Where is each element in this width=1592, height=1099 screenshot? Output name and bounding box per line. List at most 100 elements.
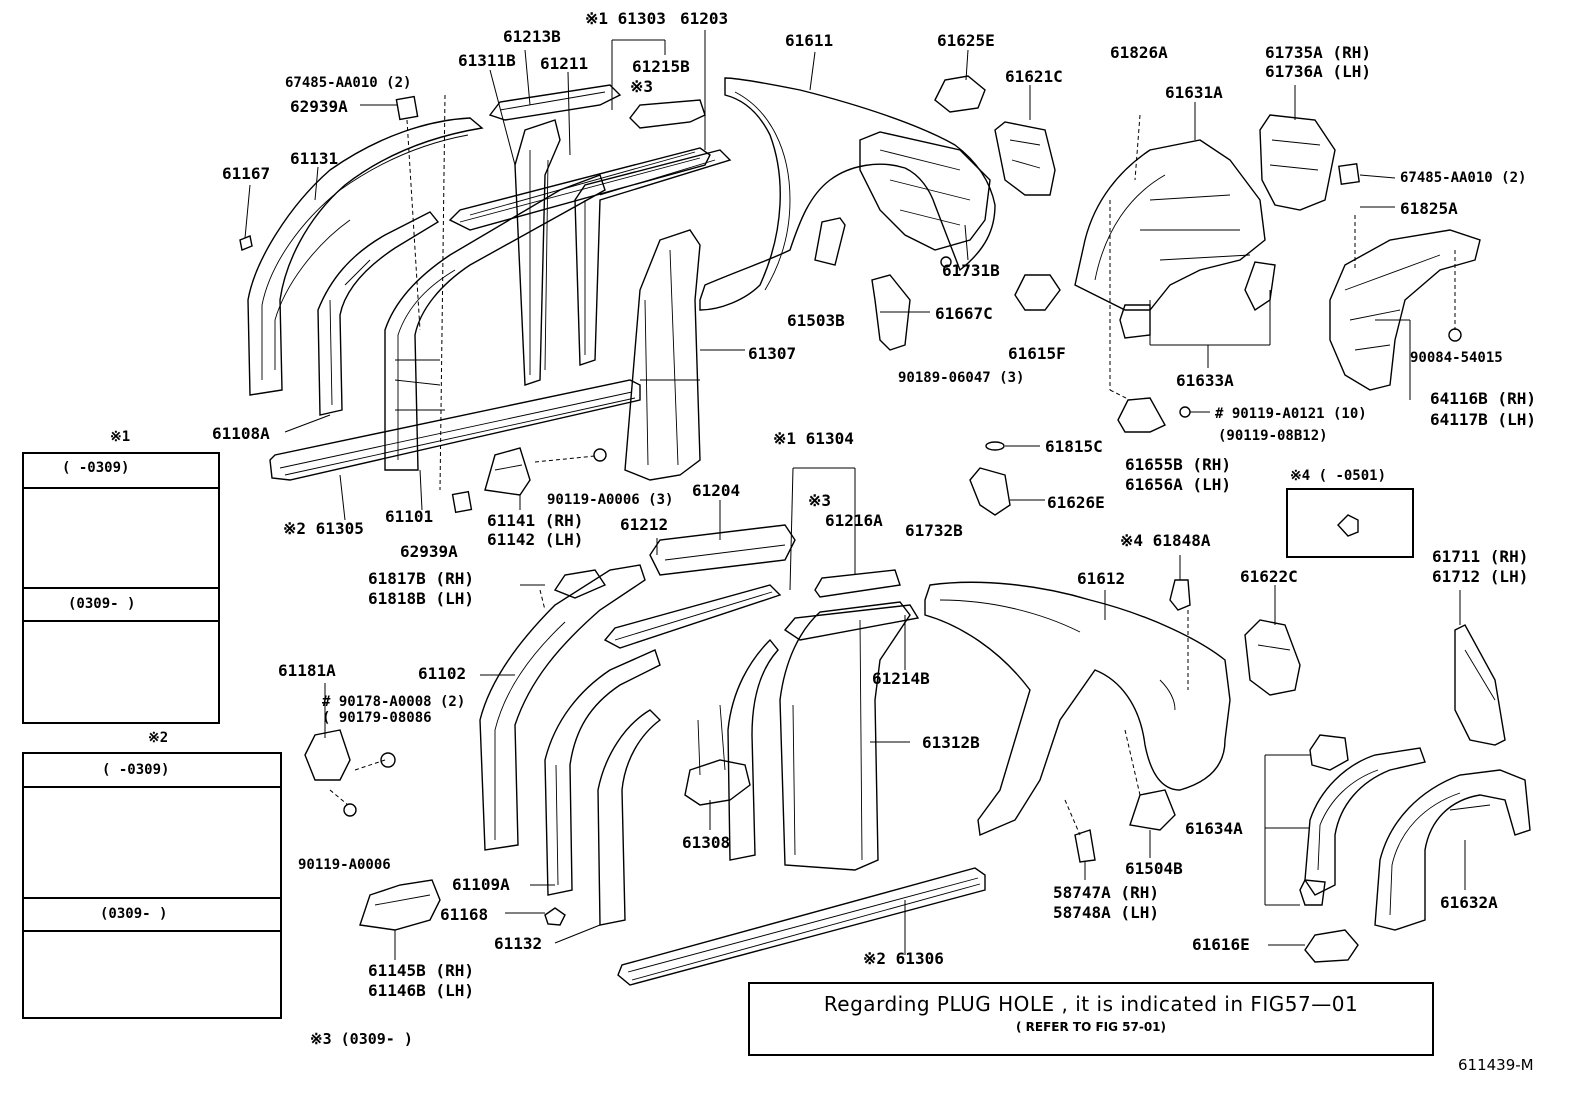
- part-label-61303[interactable]: ※1 61303: [585, 9, 666, 28]
- part-label-61132[interactable]: 61132: [494, 934, 543, 953]
- inset1-marker: ※1: [110, 429, 131, 445]
- part-label-61109A[interactable]: 61109A: [452, 875, 510, 894]
- part-label-67485-AA010[interactable]: 67485-AA010 (2): [1400, 170, 1527, 186]
- part-label-62939A[interactable]: 62939A: [400, 542, 458, 561]
- part-label-61632A[interactable]: 61632A: [1440, 893, 1498, 912]
- part-label-61825A[interactable]: 61825A: [1400, 199, 1458, 218]
- part-label-61667C[interactable]: 61667C: [935, 304, 993, 323]
- part-label-61504B[interactable]: 61504B: [1125, 859, 1183, 878]
- part-label-61216A[interactable]: 61216A: [825, 511, 883, 530]
- part-label-90119-A0121[interactable]: # 90119-A0121 (10): [1215, 406, 1367, 422]
- quarter-panel-upper-drawing: [699, 75, 1061, 351]
- wheelhouse-upper-drawing: [1074, 114, 1481, 433]
- part-label-61848A[interactable]: ※4 61848A: [1120, 531, 1211, 550]
- part-label-61311B[interactable]: 61311B: [458, 51, 516, 70]
- part-label-61101[interactable]: 61101: [385, 507, 434, 526]
- part-label-58748A[interactable]: 58748A (LH): [1053, 903, 1159, 922]
- part-label-90189-06047[interactable]: 90189-06047 (3): [898, 370, 1025, 386]
- part-label-61615F[interactable]: 61615F: [1008, 344, 1066, 363]
- part-label-61204[interactable]: 61204: [692, 481, 741, 500]
- part-label-62939A[interactable]: 62939A: [290, 97, 348, 116]
- inset2-divider: [22, 930, 280, 932]
- part-label-61102[interactable]: 61102: [418, 664, 467, 683]
- part-label-61305[interactable]: ※2 61305: [283, 519, 364, 538]
- part-label-61215B[interactable]: 61215B: [632, 57, 690, 76]
- part-label-61736A[interactable]: 61736A (LH): [1265, 62, 1371, 81]
- part-label-61131[interactable]: 61131: [290, 149, 339, 168]
- part-label-61612[interactable]: 61612: [1077, 569, 1126, 588]
- part-label-61212[interactable]: 61212: [620, 515, 669, 534]
- part-label-61167[interactable]: 61167: [222, 164, 271, 183]
- part-label-61142[interactable]: 61142 (LH): [487, 530, 584, 549]
- inset4-box: [1286, 488, 1414, 558]
- part-label-61146B[interactable]: 61146B (LH): [368, 981, 474, 1000]
- part-label-61712[interactable]: 61712 (LH): [1432, 567, 1529, 586]
- part-label-90119-A0006[interactable]: 90119-A0006: [298, 857, 391, 873]
- inset1-divider: [22, 487, 218, 489]
- inset2-marker: ※2: [148, 730, 169, 746]
- part-label-90119-A0006-3[interactable]: 90119-A0006 (3): [547, 492, 674, 508]
- part-label-61213B[interactable]: 61213B: [503, 27, 561, 46]
- part-label-61634A[interactable]: 61634A: [1185, 819, 1243, 838]
- part-label-61826A[interactable]: 61826A: [1110, 43, 1168, 62]
- part-label-90178-A0008[interactable]: # 90178-A0008 (2): [322, 694, 466, 710]
- inset1-divider: [22, 587, 218, 589]
- part-label-61655B[interactable]: 61655B (RH): [1125, 455, 1231, 474]
- part-label-61622C[interactable]: 61622C: [1240, 567, 1298, 586]
- inset2-box: [22, 752, 282, 1019]
- part-label-61626E[interactable]: 61626E: [1047, 493, 1105, 512]
- plug-hole-note-reference: ( REFER TO FIG 57-01): [1015, 1020, 1167, 1034]
- part-label-61711[interactable]: 61711 (RH): [1432, 547, 1529, 566]
- part-label-61611[interactable]: 61611: [785, 31, 834, 50]
- part-label-61145B[interactable]: 61145B (RH): [368, 961, 474, 980]
- part-label-61203[interactable]: 61203: [680, 9, 729, 28]
- part-label-61732B[interactable]: 61732B: [905, 521, 963, 540]
- part-label-61818B[interactable]: 61818B (LH): [368, 589, 474, 608]
- part-label-61731B[interactable]: 61731B: [942, 261, 1000, 280]
- leader-lines: [244, 30, 1466, 960]
- plug-hole-note-text: Regarding PLUG HOLE , it is indicated in…: [823, 992, 1359, 1016]
- part-label-67485-AA010[interactable]: 67485-AA010 (2): [285, 75, 412, 91]
- figure-number: 611439-M: [1458, 1056, 1534, 1074]
- part-label-61181A[interactable]: 61181A: [278, 661, 336, 680]
- part-label-61211[interactable]: 61211: [540, 54, 589, 73]
- part-label-61141[interactable]: 61141 (RH): [487, 511, 584, 530]
- part-label-64116B[interactable]: 64116B (RH): [1430, 389, 1536, 408]
- inset2-divider: [22, 897, 280, 899]
- part-label-61817B[interactable]: 61817B (RH): [368, 569, 474, 588]
- part-label-61616E[interactable]: 61616E: [1192, 935, 1250, 954]
- part-label-61304[interactable]: ※1 61304: [773, 429, 854, 448]
- part-label-61621C[interactable]: 61621C: [1005, 67, 1063, 86]
- inset4-label: ※4 ( -0501): [1290, 468, 1387, 484]
- note-marker-3: ※3: [630, 77, 654, 96]
- part-label-61306[interactable]: ※2 61306: [863, 949, 944, 968]
- inset2-row-label: (0309- ): [100, 906, 168, 922]
- part-label-61631A[interactable]: 61631A: [1165, 83, 1223, 102]
- upper-side-panel-drawing: [239, 84, 732, 514]
- part-label-90179-08086[interactable]: ( 90179-08086: [322, 710, 432, 726]
- part-label-64117B[interactable]: 64117B (LH): [1430, 410, 1536, 429]
- part-label-61214B[interactable]: 61214B: [872, 669, 930, 688]
- part-label-61308[interactable]: 61308: [682, 833, 731, 852]
- inset2-divider: [22, 786, 280, 788]
- inset1-divider: [22, 620, 218, 622]
- part-label-61735A[interactable]: 61735A (RH): [1265, 43, 1371, 62]
- part-label-61312B[interactable]: 61312B: [922, 733, 980, 752]
- part-label-61656A[interactable]: 61656A (LH): [1125, 475, 1231, 494]
- inset2-row-label: ( -0309): [102, 762, 170, 778]
- part-label-61307[interactable]: 61307: [748, 344, 797, 363]
- part-label-61633A[interactable]: 61633A: [1176, 371, 1234, 390]
- part-label-61168[interactable]: 61168: [440, 905, 489, 924]
- part-label-61815C[interactable]: 61815C: [1045, 437, 1103, 456]
- part-label-90084-54015[interactable]: 90084-54015: [1410, 350, 1503, 366]
- part-label-61625E[interactable]: 61625E: [937, 31, 995, 50]
- note-marker-3: ※3: [808, 491, 832, 510]
- inset1-row-label: ( -0309): [62, 460, 130, 476]
- part-label-61503B[interactable]: 61503B: [787, 311, 845, 330]
- part-label-90119-08B12[interactable]: (90119-08B12): [1218, 428, 1328, 444]
- plug-hole-note: Regarding PLUG HOLE , it is indicated in…: [748, 982, 1434, 1056]
- lower-side-panel-drawing: [304, 441, 1531, 986]
- part-label-58747A[interactable]: 58747A (RH): [1053, 883, 1159, 902]
- part-label-61108A[interactable]: 61108A: [212, 424, 270, 443]
